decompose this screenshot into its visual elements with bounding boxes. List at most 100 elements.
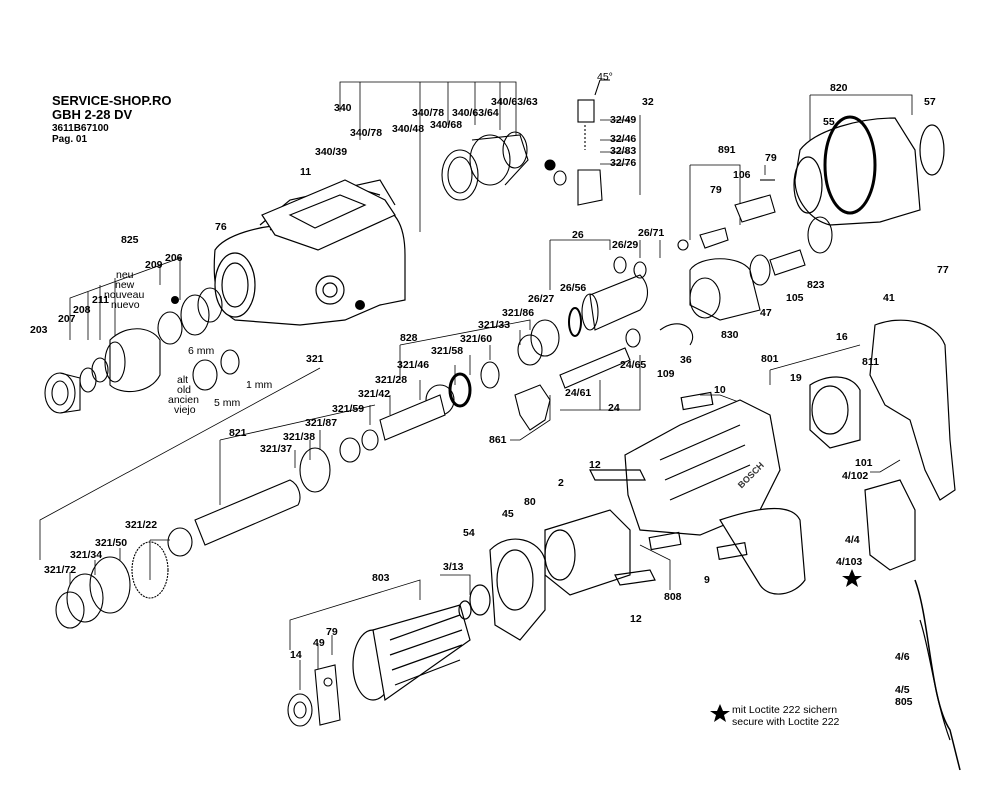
part-label: 76 bbox=[215, 221, 227, 233]
piston-cylinder-shape bbox=[530, 256, 649, 357]
part-label: 26 bbox=[572, 229, 584, 241]
variant-old-2: old bbox=[177, 384, 192, 396]
part-label: 19 bbox=[790, 372, 802, 384]
part-label: 207 bbox=[58, 313, 76, 325]
part-label: 10 bbox=[714, 384, 726, 396]
part-label: 830 bbox=[721, 329, 739, 341]
variant-new-3: nouveau bbox=[104, 289, 145, 301]
part-label: 321/59 bbox=[332, 403, 365, 415]
air-guide-shape bbox=[489, 538, 546, 641]
handle-shape bbox=[809, 319, 961, 771]
part-label: 79 bbox=[710, 184, 722, 196]
part-label: 54 bbox=[463, 527, 475, 539]
footnote-line-en: secure with Loctite 222 bbox=[732, 716, 840, 728]
brush-holder-shape bbox=[544, 79, 610, 206]
dim-5mm: 5 mm bbox=[214, 397, 241, 409]
part-label: 79 bbox=[326, 626, 338, 638]
part-label: 820 bbox=[830, 82, 848, 94]
star-marker-icon-2 bbox=[842, 569, 862, 587]
part-label: 24/61 bbox=[565, 387, 592, 399]
part-label: 321/72 bbox=[44, 564, 77, 576]
part-label: 77 bbox=[937, 264, 949, 276]
part-label: 321/86 bbox=[502, 307, 535, 319]
model-name: GBH 2-28 DV bbox=[52, 107, 133, 122]
part-label: 209 bbox=[145, 259, 163, 271]
part-label: 321/50 bbox=[95, 537, 128, 549]
part-label: 32/49 bbox=[610, 114, 637, 126]
spindle-assembly-shape bbox=[55, 334, 543, 629]
footnote-line-de: mit Loctite 222 sichern bbox=[732, 704, 838, 716]
part-label: 321/33 bbox=[478, 319, 511, 331]
variant-new-4: nuevo bbox=[111, 299, 140, 311]
part-label: 321 bbox=[306, 353, 324, 365]
part-label: 14 bbox=[290, 649, 302, 661]
part-label: 321/22 bbox=[125, 519, 158, 531]
part-label: 828 bbox=[400, 332, 418, 344]
chuck-parts-shape bbox=[44, 287, 240, 414]
part-label: 105 bbox=[786, 292, 804, 304]
part-label: 823 bbox=[807, 279, 825, 291]
part-label: 340/68 bbox=[430, 119, 463, 131]
part-label: 206 bbox=[165, 252, 183, 264]
shaft-parts-shape bbox=[677, 179, 776, 251]
part-label: 32 bbox=[642, 96, 654, 108]
part-number: 3611B67100 bbox=[52, 123, 109, 134]
cover-plate-shape bbox=[261, 179, 396, 251]
part-label: 340/78 bbox=[350, 127, 383, 139]
part-label: 340/48 bbox=[392, 123, 425, 135]
part-label: 805 bbox=[895, 696, 913, 708]
part-label: 861 bbox=[489, 434, 507, 446]
variant-new-2: new bbox=[115, 279, 135, 291]
part-label: 811 bbox=[862, 356, 879, 368]
part-label: 321/58 bbox=[431, 345, 464, 357]
part-label: 57 bbox=[924, 96, 936, 108]
part-label: 321/37 bbox=[260, 443, 293, 455]
part-label: 321/60 bbox=[460, 333, 493, 345]
part-label: 321/87 bbox=[305, 417, 338, 429]
part-label: 340 bbox=[334, 102, 352, 114]
shop-name: SERVICE-SHOP.RO bbox=[52, 93, 172, 108]
part-label: 26/29 bbox=[612, 239, 639, 251]
part-label: 340/63/64 bbox=[452, 107, 499, 119]
part-label: 49 bbox=[313, 637, 325, 649]
end-bearing-shape bbox=[287, 664, 341, 727]
part-label: 32/76 bbox=[610, 157, 637, 169]
part-label: 106 bbox=[733, 169, 751, 181]
front-housing-shape bbox=[793, 115, 945, 226]
part-label: 41 bbox=[883, 292, 895, 304]
part-label: 340/63/63 bbox=[491, 96, 538, 108]
part-label: 11 bbox=[300, 166, 312, 178]
page-number: Pag. 01 bbox=[52, 134, 88, 145]
dim-6mm: 6 mm bbox=[188, 345, 215, 357]
part-label: 45 bbox=[502, 508, 514, 520]
part-label: 24/65 bbox=[620, 359, 647, 371]
shaft-24-shape bbox=[559, 323, 694, 389]
part-label: 16 bbox=[836, 331, 848, 343]
part-label: 4/5 bbox=[895, 684, 910, 696]
part-label: 47 bbox=[760, 307, 772, 319]
part-label: 26/56 bbox=[560, 282, 587, 294]
part-label: 801 bbox=[761, 353, 779, 365]
part-label: 4/103 bbox=[836, 556, 863, 568]
part-label: 321/46 bbox=[397, 359, 430, 371]
variant-old-1: alt bbox=[177, 374, 189, 386]
part-label: 340/78 bbox=[412, 107, 445, 119]
part-label: 321/34 bbox=[70, 549, 103, 561]
part-label: 821 bbox=[229, 427, 247, 439]
variant-old-3: ancien bbox=[168, 394, 199, 406]
part-label: 4/4 bbox=[845, 534, 860, 546]
part-label: 2 bbox=[558, 477, 564, 489]
leader-lines bbox=[39, 81, 913, 690]
part-label: 825 bbox=[121, 234, 139, 246]
motor-housing-shape bbox=[624, 391, 806, 595]
part-label: 32/83 bbox=[610, 145, 637, 157]
bearing-rings-shape bbox=[441, 131, 529, 201]
variant-old-4: viejo bbox=[174, 404, 196, 416]
part-label: 12 bbox=[589, 459, 601, 471]
part-label: 32/46 bbox=[610, 133, 637, 145]
stator-shape bbox=[544, 469, 656, 596]
part-label: 36 bbox=[680, 354, 692, 366]
part-label: 26/27 bbox=[528, 293, 555, 305]
